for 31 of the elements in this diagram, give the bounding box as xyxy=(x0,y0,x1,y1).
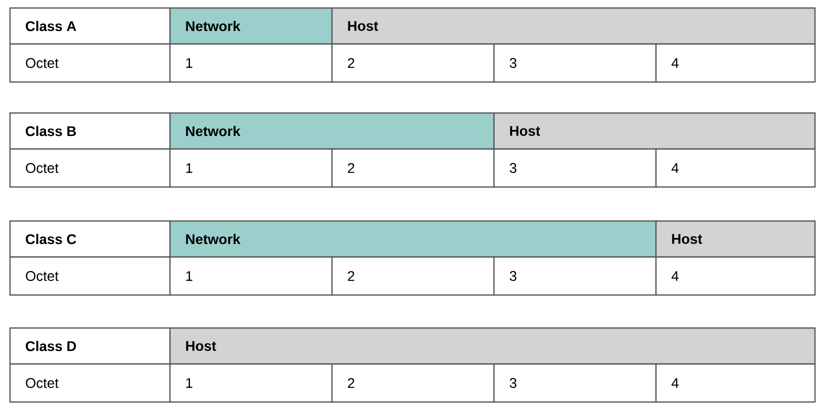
network-band: Network xyxy=(169,220,657,258)
network-band: Network xyxy=(169,7,333,45)
host-band: Host xyxy=(331,7,816,45)
class-label: Class A xyxy=(9,7,171,45)
octet-cell: 1 xyxy=(169,363,333,403)
class-label: Class B xyxy=(9,112,171,150)
octet-cell: 2 xyxy=(331,148,495,188)
host-band: Host xyxy=(493,112,816,150)
octet-cell: 4 xyxy=(655,148,816,188)
network-band: Network xyxy=(169,112,495,150)
octet-label: Octet xyxy=(9,256,171,296)
octet-cell: 3 xyxy=(493,256,657,296)
class-label: Class D xyxy=(9,327,171,365)
host-band: Host xyxy=(655,220,816,258)
octet-cell: 3 xyxy=(493,363,657,403)
octet-label: Octet xyxy=(9,363,171,403)
octet-cell: 4 xyxy=(655,363,816,403)
octet-cell: 3 xyxy=(493,43,657,83)
octet-cell: 2 xyxy=(331,256,495,296)
octet-label: Octet xyxy=(9,43,171,83)
octet-label: Octet xyxy=(9,148,171,188)
octet-cell: 1 xyxy=(169,43,333,83)
octet-cell: 4 xyxy=(655,43,816,83)
class-label: Class C xyxy=(9,220,171,258)
octet-cell: 2 xyxy=(331,43,495,83)
octet-cell: 3 xyxy=(493,148,657,188)
octet-cell: 1 xyxy=(169,256,333,296)
octet-cell: 1 xyxy=(169,148,333,188)
host-band: Host xyxy=(169,327,816,365)
octet-cell: 2 xyxy=(331,363,495,403)
octet-cell: 4 xyxy=(655,256,816,296)
